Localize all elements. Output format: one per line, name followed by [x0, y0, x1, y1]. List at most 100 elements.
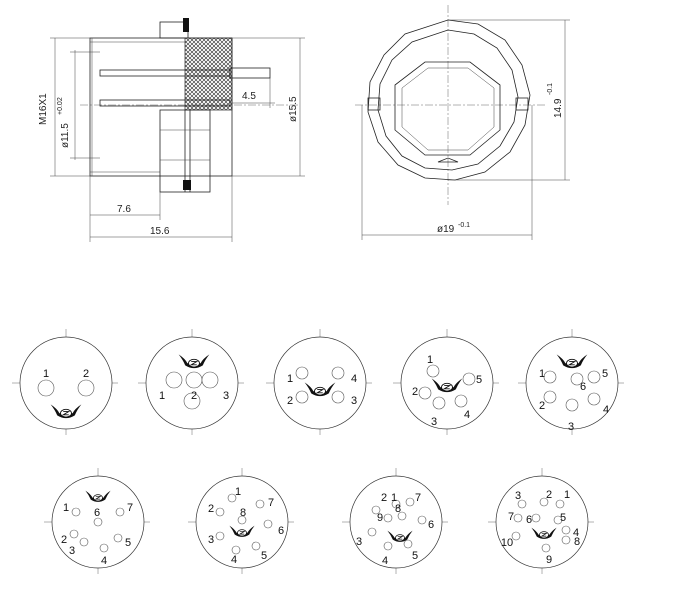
pin-hole [251, 541, 261, 551]
pin-number-label: 3 [223, 390, 229, 402]
pin-number-label: 3 [356, 536, 362, 548]
dim-inner-dia-tol: +0.02 [57, 97, 64, 115]
pin-hole [371, 505, 381, 515]
dim-front-dia-tol: -0.1 [458, 222, 470, 229]
pin-hole [71, 507, 81, 517]
pin-hole [561, 525, 571, 535]
pin-hole [237, 515, 247, 525]
pin-hole [215, 531, 225, 541]
solder-cup [229, 67, 271, 79]
logo-icon [531, 527, 557, 539]
pin-hole [295, 390, 309, 404]
pin-number-label: 7 [268, 497, 274, 509]
pin-number-label: 1 [391, 492, 397, 504]
pin-number-label: 2 [412, 386, 418, 398]
pin-number-label: 2 [539, 400, 545, 412]
pin-number-label: 1 [427, 354, 433, 366]
pin-hole [215, 507, 225, 517]
pin-number-label: 3 [208, 534, 214, 546]
pin-number-label: 4 [101, 555, 107, 567]
pin-hole [543, 390, 557, 404]
pin-number-label: 6 [526, 514, 532, 526]
dim-thread: M16X1 [38, 93, 49, 125]
pin-number-label: 8 [240, 507, 246, 519]
pin-hole [539, 497, 549, 507]
front-inner-polygon [377, 29, 519, 171]
front-octagon [394, 61, 501, 156]
pin-number-label: 4 [603, 404, 609, 416]
logo-icon [178, 354, 210, 369]
front-view: 14.9 -0.1 ø19 -0.1 [355, 5, 570, 240]
pin-number-label: 3 [431, 416, 437, 428]
pin-hole [263, 519, 273, 529]
pin-hole [426, 364, 440, 378]
connector-face-circle [349, 475, 443, 569]
pin-hole [517, 499, 527, 509]
pin-number-label: 4 [573, 527, 579, 539]
pin-number-label: 3 [69, 545, 75, 557]
pin-number-label: 5 [412, 550, 418, 562]
side-view: M16X1 ø11.5 +0.02 ø15.5 4.5 7.6 15.6 [38, 18, 305, 242]
pin-hole [432, 396, 446, 410]
pin-hole [403, 539, 413, 549]
dim-hex-height: 14.9 [553, 98, 564, 118]
pin-number-label: 2 [381, 492, 387, 504]
pin-number-label: 4 [382, 555, 388, 567]
pin-number-label: 4 [231, 554, 237, 566]
pin-hole [454, 394, 468, 408]
pin-hole [185, 371, 203, 389]
pin-hole [383, 513, 393, 523]
pin-hole [93, 517, 103, 527]
pin-number-label: 2 [208, 503, 214, 515]
pin-number-label: 1 [564, 489, 570, 501]
logo-icon [304, 382, 336, 397]
pin-hole [77, 379, 95, 397]
connector-face-circle [19, 336, 113, 430]
connector-face-circle [495, 475, 589, 569]
pin-hole [587, 370, 601, 384]
pin-hole [165, 371, 183, 389]
pin-number-label: 5 [602, 368, 608, 380]
logo-icon [229, 525, 255, 537]
dim-len-mid: 7.6 [117, 204, 131, 215]
pin-hole [513, 513, 523, 523]
pin-hole [201, 371, 219, 389]
pin-hole [331, 366, 345, 380]
pin-number-label: 7 [508, 511, 514, 523]
pin-hole [570, 372, 584, 386]
pin-hole [397, 511, 407, 521]
logo-icon [556, 354, 588, 369]
pin-number-label: 1 [235, 486, 241, 498]
pin-hole [383, 541, 393, 551]
pin-number-label: 5 [125, 537, 131, 549]
pin-number-label: 8 [395, 503, 401, 515]
pin-number-label: 1 [63, 502, 69, 514]
pin-hole [511, 531, 521, 541]
insert-hatch [184, 37, 233, 111]
pin-number-label: 5 [476, 374, 482, 386]
dim-outer-dia: ø15.5 [288, 96, 299, 122]
pin-hole [555, 499, 565, 509]
pin-lower [99, 99, 231, 107]
pin-hole [331, 390, 345, 404]
pin-hole [115, 507, 125, 517]
pin-hole [417, 515, 427, 525]
pin-hole [541, 543, 551, 553]
pin-number-label: 6 [580, 381, 586, 393]
pin-hole [531, 513, 541, 523]
pin-hole [255, 499, 265, 509]
pin-number-label: 6 [428, 519, 434, 531]
pin-number-label: 3 [351, 395, 357, 407]
front-outer-polygon [367, 19, 531, 181]
pin-hole [418, 386, 432, 400]
pin-number-label: 5 [261, 550, 267, 562]
logo-icon [431, 378, 463, 393]
pin-number-label: 1 [159, 390, 165, 402]
